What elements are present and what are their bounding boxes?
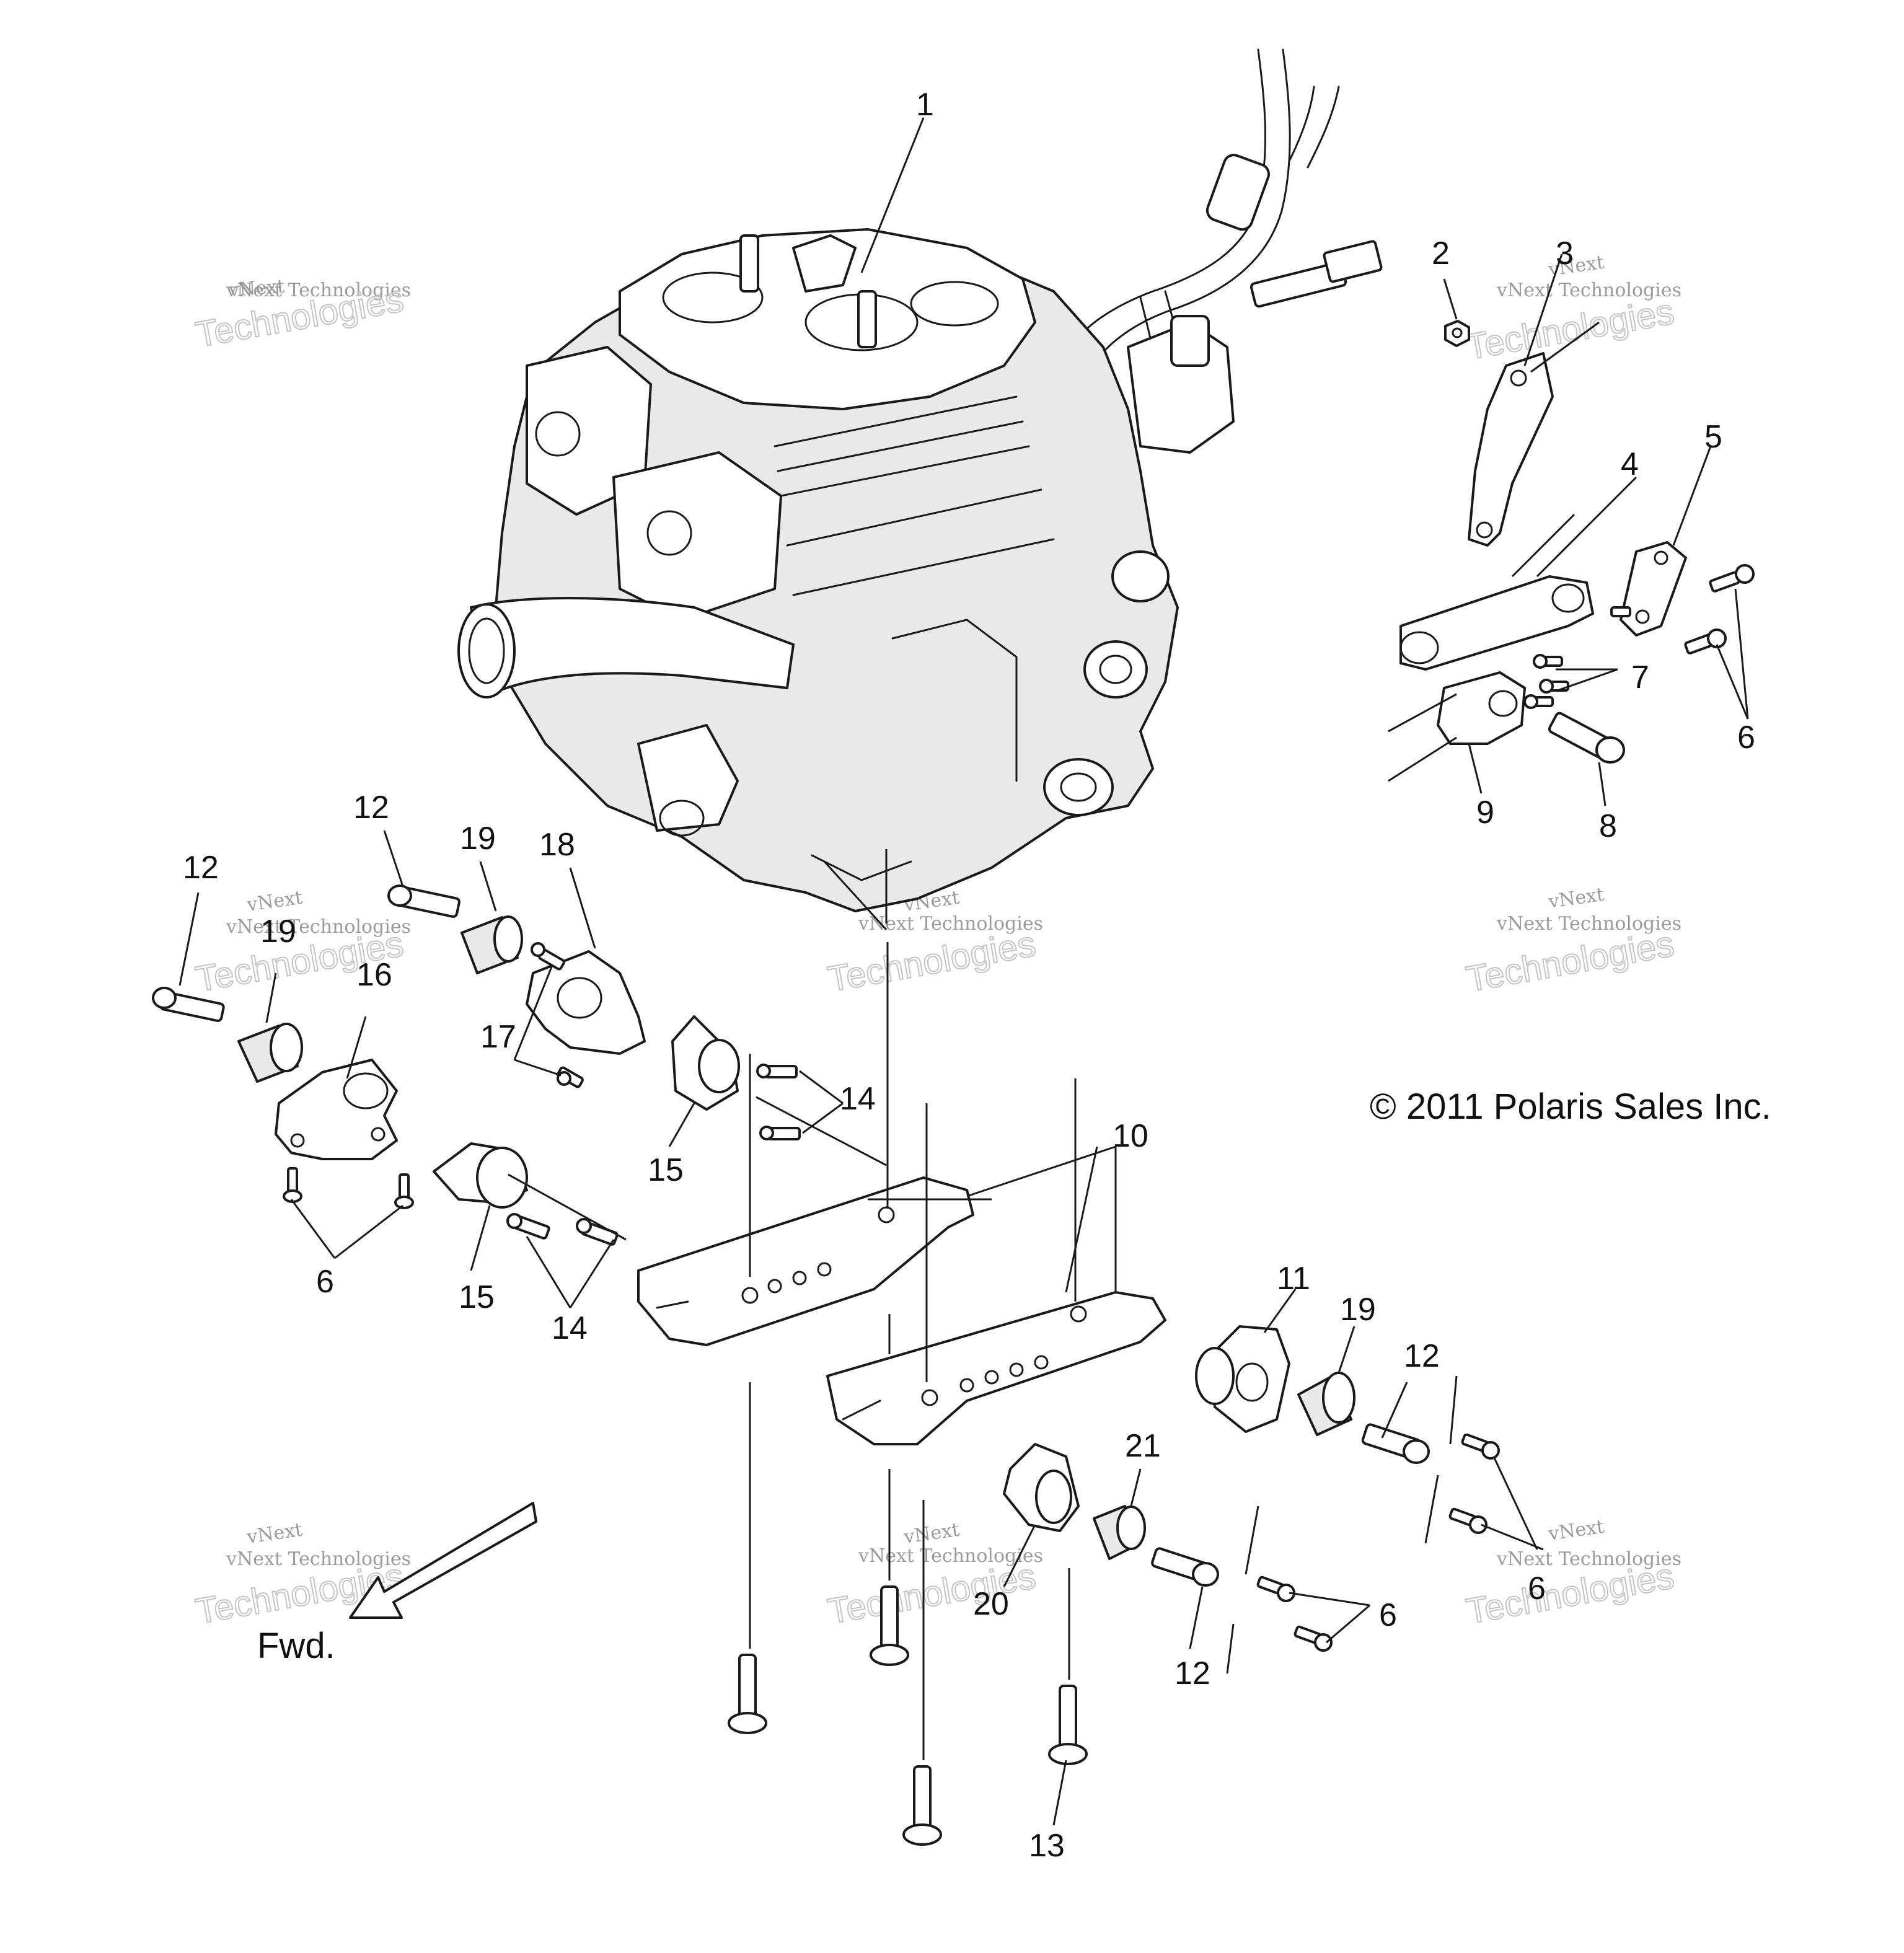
svg-text:Technologies: Technologies xyxy=(825,924,1039,1000)
part-12-bolt-left xyxy=(152,987,225,1022)
callout-17: 17 xyxy=(480,1019,516,1055)
callout-9: 9 xyxy=(1476,795,1494,831)
part-19-bushing-right xyxy=(1297,1372,1355,1436)
part-9-block xyxy=(1437,671,1526,745)
callout-4: 4 xyxy=(1621,446,1639,482)
callout-19-left: 19 xyxy=(260,914,296,950)
callout-12-upper: 12 xyxy=(353,790,389,826)
svg-text:vNext Technologies: vNext Technologies xyxy=(1496,1548,1681,1570)
part-6-bolts-right xyxy=(1448,1433,1500,1534)
callout-3: 3 xyxy=(1556,236,1574,271)
part-13-flange-bolts xyxy=(728,1585,1088,1846)
svg-text:vNext: vNext xyxy=(245,1519,304,1548)
callout-7: 7 xyxy=(1631,659,1649,695)
svg-text:vNext: vNext xyxy=(1546,1516,1605,1545)
callout-16: 16 xyxy=(356,957,392,993)
callout-5: 5 xyxy=(1704,419,1722,455)
engine-assembly xyxy=(457,228,1235,912)
callout-14-upper: 14 xyxy=(840,1081,876,1117)
callout-labels: 1 2 3 4 5 6 7 8 9 10 11 12 12 12 12 13 1… xyxy=(183,87,1755,1864)
callout-12-left: 12 xyxy=(183,850,219,886)
svg-text:vNext Technologies: vNext Technologies xyxy=(1496,913,1681,935)
svg-text:vNext Technologies: vNext Technologies xyxy=(1496,280,1681,301)
svg-text:vNext Technologies: vNext Technologies xyxy=(226,916,411,938)
callout-15-upper: 15 xyxy=(648,1152,684,1188)
part-17-screws xyxy=(531,942,584,1088)
part-15-mount-upper xyxy=(671,1015,740,1111)
callout-2: 2 xyxy=(1432,236,1450,271)
part-19-bushing-upper xyxy=(461,915,523,974)
part-12-bolt-upper xyxy=(387,884,461,918)
wiring-harness xyxy=(1047,48,1383,534)
part-12-bolt-lower xyxy=(1151,1547,1219,1587)
part-21-bushing xyxy=(1093,1505,1146,1560)
callout-21: 21 xyxy=(1125,1428,1161,1464)
callout-1: 1 xyxy=(916,87,934,123)
svg-text:vNext Technologies: vNext Technologies xyxy=(226,280,411,301)
part-4-link xyxy=(1399,575,1594,671)
watermark-bottom-right: vNext vNext Technologies Technologies xyxy=(1463,1516,1681,1633)
callout-19-upper: 19 xyxy=(460,821,496,857)
part-15-mount-lower xyxy=(433,1142,528,1209)
callout-10: 10 xyxy=(1113,1118,1148,1154)
callout-6-left: 6 xyxy=(316,1264,334,1300)
part-18-bracket xyxy=(526,950,646,1055)
callout-20: 20 xyxy=(973,1586,1009,1622)
svg-text:Technologies: Technologies xyxy=(1463,291,1677,368)
leader-lines xyxy=(178,117,1749,1826)
part-11-mount xyxy=(1195,1325,1290,1433)
forward-label: Fwd. xyxy=(257,1626,335,1666)
part-6-bolts-upper-right xyxy=(1610,564,1755,655)
copyright-notice: © 2011 Polaris Sales Inc. xyxy=(1370,1087,1771,1127)
watermark-top-left: vNext vNext Technologies Technologies xyxy=(192,276,411,356)
part-14-screws-upper xyxy=(756,1064,801,1140)
part-19-bushing-left xyxy=(237,1023,303,1083)
part-7-screws xyxy=(1523,654,1569,709)
part-8-bolt xyxy=(1548,712,1625,764)
part-10-frame-rail-rear xyxy=(826,1291,1166,1445)
callout-6-upper-right: 6 xyxy=(1737,720,1755,756)
callout-15-lower: 15 xyxy=(459,1279,495,1315)
part-2-nut xyxy=(1444,320,1470,347)
part-5-plate xyxy=(1620,541,1687,637)
svg-text:vNext Technologies: vNext Technologies xyxy=(226,1548,411,1570)
part-3-bracket xyxy=(1468,352,1554,547)
svg-text:vNext: vNext xyxy=(902,1519,961,1548)
watermark-mid-right: vNext vNext Technologies Technologies xyxy=(1463,884,1681,1000)
callout-14-lower: 14 xyxy=(552,1310,588,1346)
svg-text:vNext: vNext xyxy=(245,887,304,916)
callout-12-lower: 12 xyxy=(1175,1655,1210,1691)
part-6-bolts-left xyxy=(283,1167,414,1209)
part-10-frame-rail-front xyxy=(637,1176,974,1346)
callout-11: 11 xyxy=(1277,1261,1310,1297)
callout-18: 18 xyxy=(539,827,575,863)
callout-12-right: 12 xyxy=(1404,1338,1440,1374)
svg-text:vNext: vNext xyxy=(227,276,285,301)
part-16-mount xyxy=(275,1059,398,1160)
callout-19-right: 19 xyxy=(1340,1292,1376,1328)
part-12-bolt-right xyxy=(1361,1423,1430,1464)
callout-13: 13 xyxy=(1029,1828,1065,1864)
part-20-mount xyxy=(1003,1443,1080,1532)
callout-6-right: 6 xyxy=(1528,1571,1546,1607)
callout-6-lower: 6 xyxy=(1379,1597,1397,1633)
part-14-screws-lower xyxy=(506,1213,619,1246)
svg-text:vNext Technologies: vNext Technologies xyxy=(858,913,1043,935)
callout-8: 8 xyxy=(1599,808,1617,844)
svg-text:vNext: vNext xyxy=(1546,884,1605,913)
part-6-bolts-lower xyxy=(1256,1576,1333,1652)
forward-arrow xyxy=(349,1502,537,1619)
svg-text:Technologies: Technologies xyxy=(1463,924,1677,1000)
